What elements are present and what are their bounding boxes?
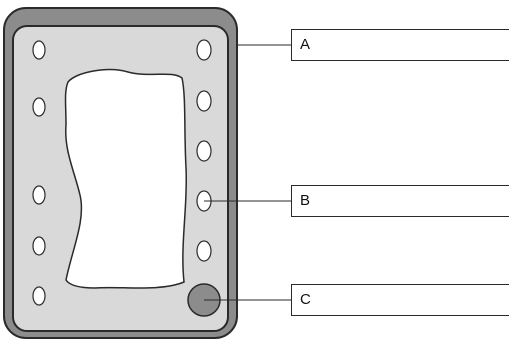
hole-left-5	[32, 286, 46, 306]
hole-right-5	[196, 240, 212, 262]
hole-right-1	[196, 39, 212, 61]
callout-label-a: A	[300, 36, 311, 53]
central-window	[64, 68, 188, 289]
hole-right-2	[196, 90, 212, 112]
callout-box-a: A	[291, 29, 509, 61]
callout-box-c: C	[291, 284, 509, 316]
callout-label-b: B	[300, 192, 311, 209]
hole-left-2	[32, 97, 46, 117]
callout-box-b: B	[291, 185, 509, 217]
hole-right-3	[196, 140, 212, 162]
callout-label-c: C	[300, 291, 311, 308]
hole-left-3	[32, 185, 46, 205]
hole-left-4	[32, 236, 46, 256]
hole-left-1	[32, 40, 46, 60]
